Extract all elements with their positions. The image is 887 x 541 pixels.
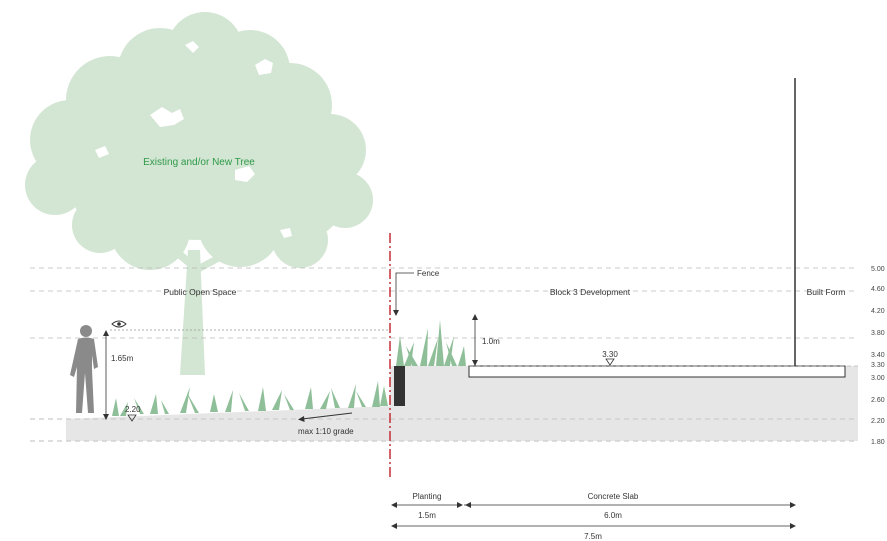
planting xyxy=(112,381,388,416)
level-3-80: 3.80 xyxy=(871,330,885,337)
level-labels: 5.00 4.60 4.20 3.80 3.40 3.30 3.00 2.60 … xyxy=(871,266,885,446)
person-silhouette xyxy=(70,325,98,413)
level-4-60: 4.60 xyxy=(871,286,885,293)
slab-dimension-value: 6.0m xyxy=(604,511,622,520)
level-2-20: 2.20 xyxy=(871,418,885,425)
slab-level-triangle-icon xyxy=(605,358,615,366)
level-5-00: 5.00 xyxy=(871,266,885,273)
eye-height-dimension xyxy=(103,329,390,420)
level-triangle-icon xyxy=(127,414,137,422)
fence-callout: Fence xyxy=(393,269,440,316)
planting-dimension-label: Planting xyxy=(413,492,442,501)
eye-icon xyxy=(111,320,127,328)
tree: Existing and/or New Tree xyxy=(25,12,373,375)
concrete-slab xyxy=(468,365,846,378)
planting-height-label: 1.0m xyxy=(482,337,500,346)
eye-height-label: 1.65m xyxy=(111,354,134,363)
grade-arrow xyxy=(298,412,353,422)
bottom-dimensions xyxy=(391,502,796,529)
slab-level-label: 3.30 xyxy=(602,350,618,359)
fence-post xyxy=(394,366,405,406)
total-dimension-value: 7.5m xyxy=(584,532,602,541)
planting-bed xyxy=(396,320,466,366)
planting-dimension-value: 1.5m xyxy=(418,511,436,520)
block3-label: Block 3 Development xyxy=(550,287,631,297)
ground xyxy=(30,366,858,442)
fence-label: Fence xyxy=(417,269,440,278)
slab-dimension-label: Concrete Slab xyxy=(588,492,639,501)
level-1-80: 1.80 xyxy=(871,439,885,446)
tree-label: Existing and/or New Tree xyxy=(143,157,255,168)
ground-level-label: 2.20 xyxy=(125,405,141,414)
public-open-space-label: Public Open Space xyxy=(164,287,237,297)
planting-height-dimension xyxy=(472,314,478,366)
level-2-60: 2.60 xyxy=(871,397,885,404)
built-form-label: Built Form xyxy=(807,287,846,297)
level-4-20: 4.20 xyxy=(871,308,885,315)
level-3-40: 3.40 xyxy=(871,352,885,359)
level-3-30: 3.30 xyxy=(871,362,885,369)
grade-label: max 1:10 grade xyxy=(298,427,354,436)
level-3-00: 3.00 xyxy=(871,375,885,382)
